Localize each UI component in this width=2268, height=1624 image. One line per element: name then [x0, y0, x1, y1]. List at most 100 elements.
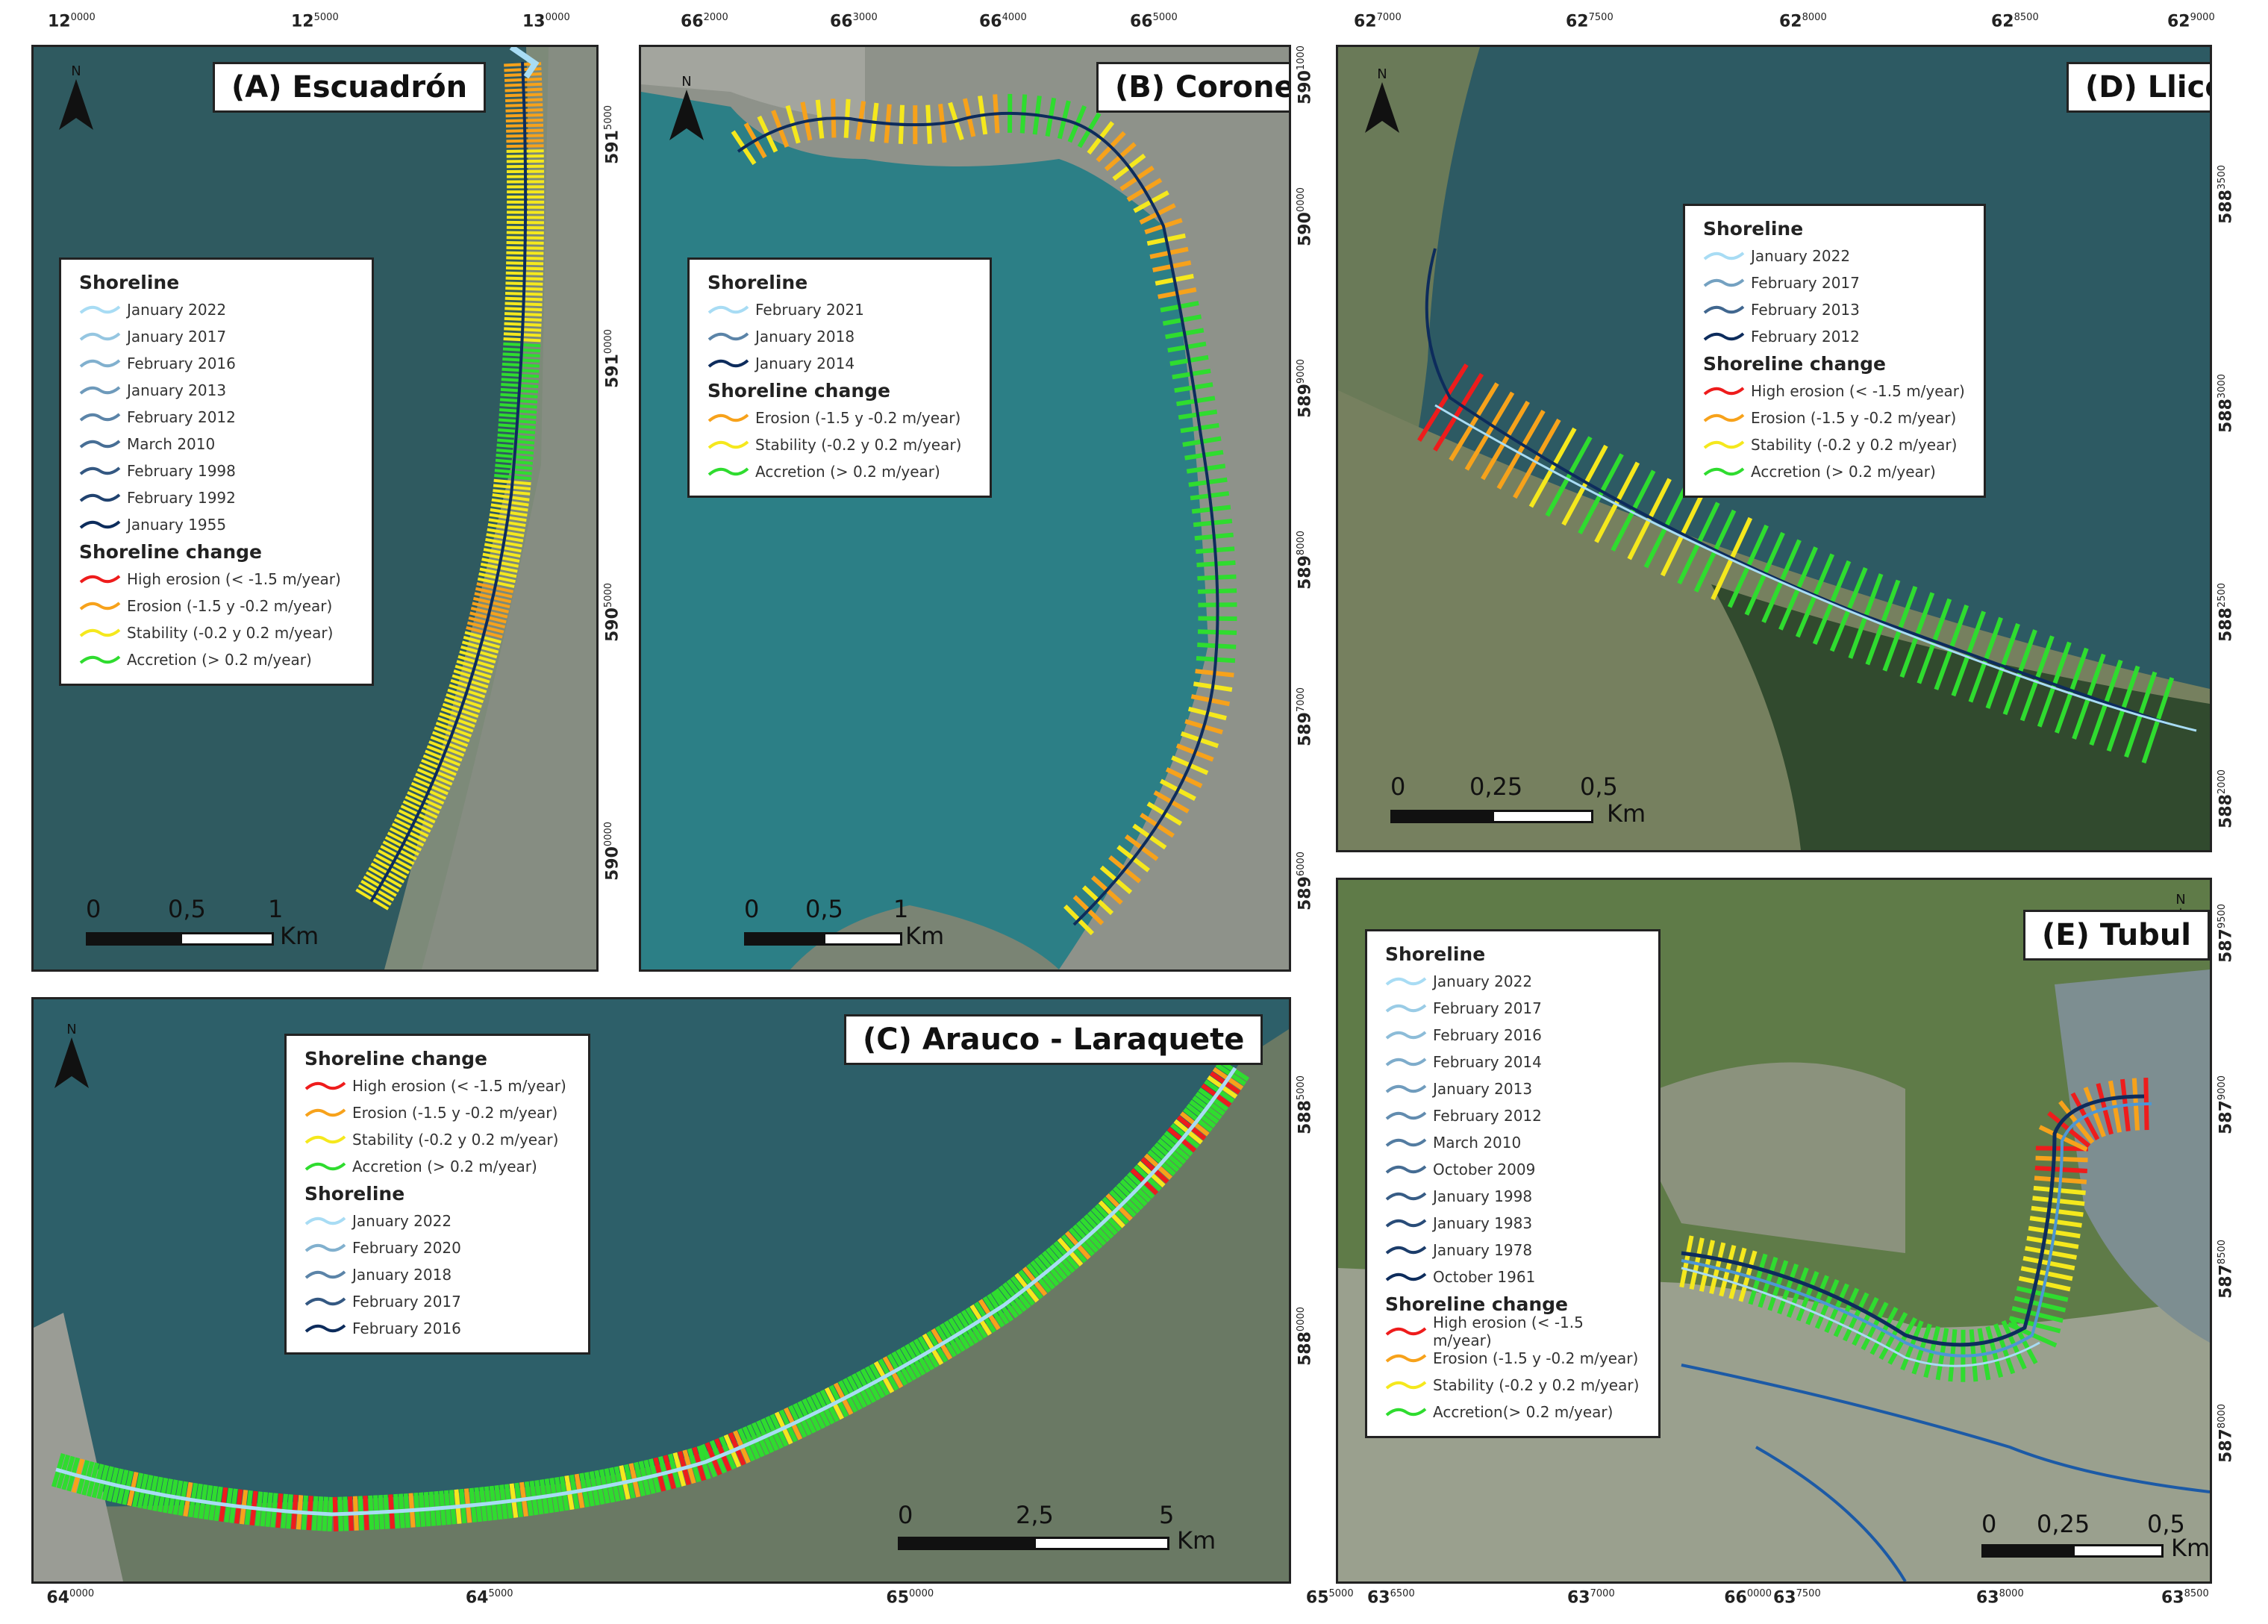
legend-shoreline-item: January 2022 — [79, 296, 355, 323]
coordinate-tick: 125000 — [291, 12, 339, 31]
legend-label: February 2017 — [1433, 999, 1542, 1017]
panel-title: (E) Tubul — [2023, 910, 2210, 961]
legend-label: January 2022 — [1433, 972, 1533, 990]
legend-shoreline-item: January 2013 — [79, 377, 355, 404]
legend-label: February 2012 — [127, 408, 236, 426]
legend-shoreline-heading: Shoreline — [304, 1183, 405, 1205]
legend-shoreline-heading: Shoreline — [1703, 218, 1804, 240]
legend-label: Accretion (> 0.2 m/year) — [127, 651, 312, 669]
legend-label: Stability (-0.2 y 0.2 m/year) — [352, 1131, 559, 1149]
legend-shoreline-item: February 1992 — [79, 484, 355, 511]
coordinate-tick: 640000 — [46, 1588, 95, 1608]
legend-change-item: Erosion (-1.5 y -0.2 m/year) — [304, 1099, 572, 1126]
coordinate-tick: 5899000 — [1296, 358, 1315, 418]
panel-title: (C) Arauco - Laraquete — [844, 1014, 1263, 1065]
legend-label: January 1983 — [1433, 1214, 1533, 1232]
legend-label: Accretion (> 0.2 m/year) — [755, 463, 940, 481]
coordinate-tick: 5897000 — [1296, 687, 1315, 746]
legend-change-item: High erosion (< -1.5 m/year) — [1703, 378, 1967, 405]
coordinate-tick: 5883000 — [2217, 373, 2236, 433]
coordinate-tick: 5905000 — [603, 582, 622, 642]
legend-label: Stability (-0.2 y 0.2 m/year) — [127, 624, 334, 642]
transect — [1449, 382, 1499, 461]
coordinate-tick: 638000 — [1976, 1588, 2024, 1608]
legend-change-heading: Shoreline change — [1385, 1293, 1568, 1315]
legend-shoreline-item: January 1983 — [1385, 1210, 1642, 1237]
legend-label: October 2009 — [1433, 1161, 1536, 1178]
coordinate-tick: 662000 — [681, 12, 728, 31]
legend-label: February 2020 — [352, 1239, 461, 1257]
legend-shoreline-item: February 2017 — [1703, 269, 1967, 296]
legend-label: February 2014 — [1433, 1053, 1542, 1071]
map-arauco-laraquete — [34, 999, 1289, 1581]
legend-change-heading: Shoreline change — [1703, 353, 1886, 375]
legend-label: February 1998 — [127, 462, 236, 480]
legend-label: January 2013 — [1433, 1080, 1533, 1098]
legend-label: February 2013 — [1751, 301, 1860, 319]
transect — [1496, 409, 1546, 490]
legend-shoreline-heading: Shoreline — [79, 272, 180, 293]
shoreline-tubul — [1681, 1094, 2145, 1347]
shoreline-llico — [1425, 248, 2167, 725]
coordinate-tick: 645000 — [465, 1588, 513, 1608]
coordinate-tick: 130000 — [522, 12, 570, 31]
north-arrow: N — [1363, 66, 1401, 137]
legend-change-item: High erosion (< -1.5 m/year) — [1385, 1314, 1642, 1349]
legend-change-item: Accretion (> 0.2 m/year) — [1703, 458, 1967, 485]
coordinate-tick: 5901000 — [1296, 45, 1315, 104]
coordinate-tick: 5878000 — [2217, 1403, 2236, 1463]
legend-change-item: Stability (-0.2 y 0.2 m/year) — [79, 619, 355, 646]
legend-shoreline-item: January 2017 — [79, 323, 355, 350]
coordinate-tick: 637000 — [1567, 1588, 1615, 1608]
coordinate-tick: 5882500 — [2217, 582, 2236, 642]
legend-label: March 2010 — [127, 435, 216, 453]
legend-label: January 2013 — [127, 381, 227, 399]
coordinate-tick: 5878500 — [2217, 1239, 2236, 1299]
legend-shoreline-item: October 2009 — [1385, 1156, 1642, 1183]
coordinate-tick: 650000 — [886, 1588, 934, 1608]
legend-label: February 2016 — [127, 355, 236, 372]
legend-shoreline-item: January 2022 — [304, 1208, 572, 1234]
legend-label: February 2016 — [352, 1320, 461, 1337]
legend-change-item: Accretion (> 0.2 m/year) — [707, 458, 973, 485]
transect — [1594, 461, 1640, 543]
transect — [1513, 418, 1561, 499]
coordinate-tick: 665000 — [1130, 12, 1178, 31]
legend-label: Erosion (-1.5 y -0.2 m/year) — [352, 1104, 558, 1122]
coordinate-tick: 638500 — [2161, 1588, 2209, 1608]
legend-label: February 2017 — [352, 1293, 461, 1311]
legend-change-item: Erosion (-1.5 y -0.2 m/year) — [707, 405, 973, 431]
legend-shoreline-item: February 2012 — [1385, 1102, 1642, 1129]
legend-label: Accretion(> 0.2 m/year) — [1433, 1403, 1613, 1421]
panel-title: (B) Coronel — [1096, 62, 1289, 113]
coordinate-tick: 636500 — [1367, 1588, 1415, 1608]
legend-label: Accretion (> 0.2 m/year) — [352, 1158, 537, 1175]
shoreline-escuadron — [369, 61, 528, 903]
shoreline-coronel — [737, 111, 1219, 926]
legend-change-heading: Shoreline change — [304, 1048, 487, 1069]
legend-shoreline-item: February 2017 — [304, 1288, 572, 1315]
coordinate-tick: 5898000 — [1296, 530, 1315, 590]
legend-shoreline-item: January 2022 — [1703, 243, 1967, 269]
legend-label: February 2016 — [1433, 1026, 1542, 1044]
legend-label: Erosion (-1.5 y -0.2 m/year) — [1433, 1349, 1639, 1367]
legend-label: February 2017 — [1751, 274, 1860, 292]
coordinate-tick: 5910000 — [603, 328, 622, 388]
legend-change-item: Stability (-0.2 y 0.2 m/year) — [304, 1126, 572, 1153]
legend-shoreline-item: January 2013 — [1385, 1075, 1642, 1102]
legend-label: January 2017 — [127, 328, 227, 346]
legend-label: March 2010 — [1433, 1134, 1522, 1152]
coordinate-tick: 627000 — [1354, 12, 1402, 31]
coordinate-tick: 629000 — [2167, 12, 2215, 31]
legend-shoreline-item: March 2010 — [1385, 1129, 1642, 1156]
legend-shoreline-item: February 2012 — [79, 404, 355, 431]
transect — [1561, 444, 1608, 526]
legend-label: February 2012 — [1433, 1107, 1542, 1125]
legend-label: High erosion (< -1.5 m/year) — [1751, 382, 1965, 400]
